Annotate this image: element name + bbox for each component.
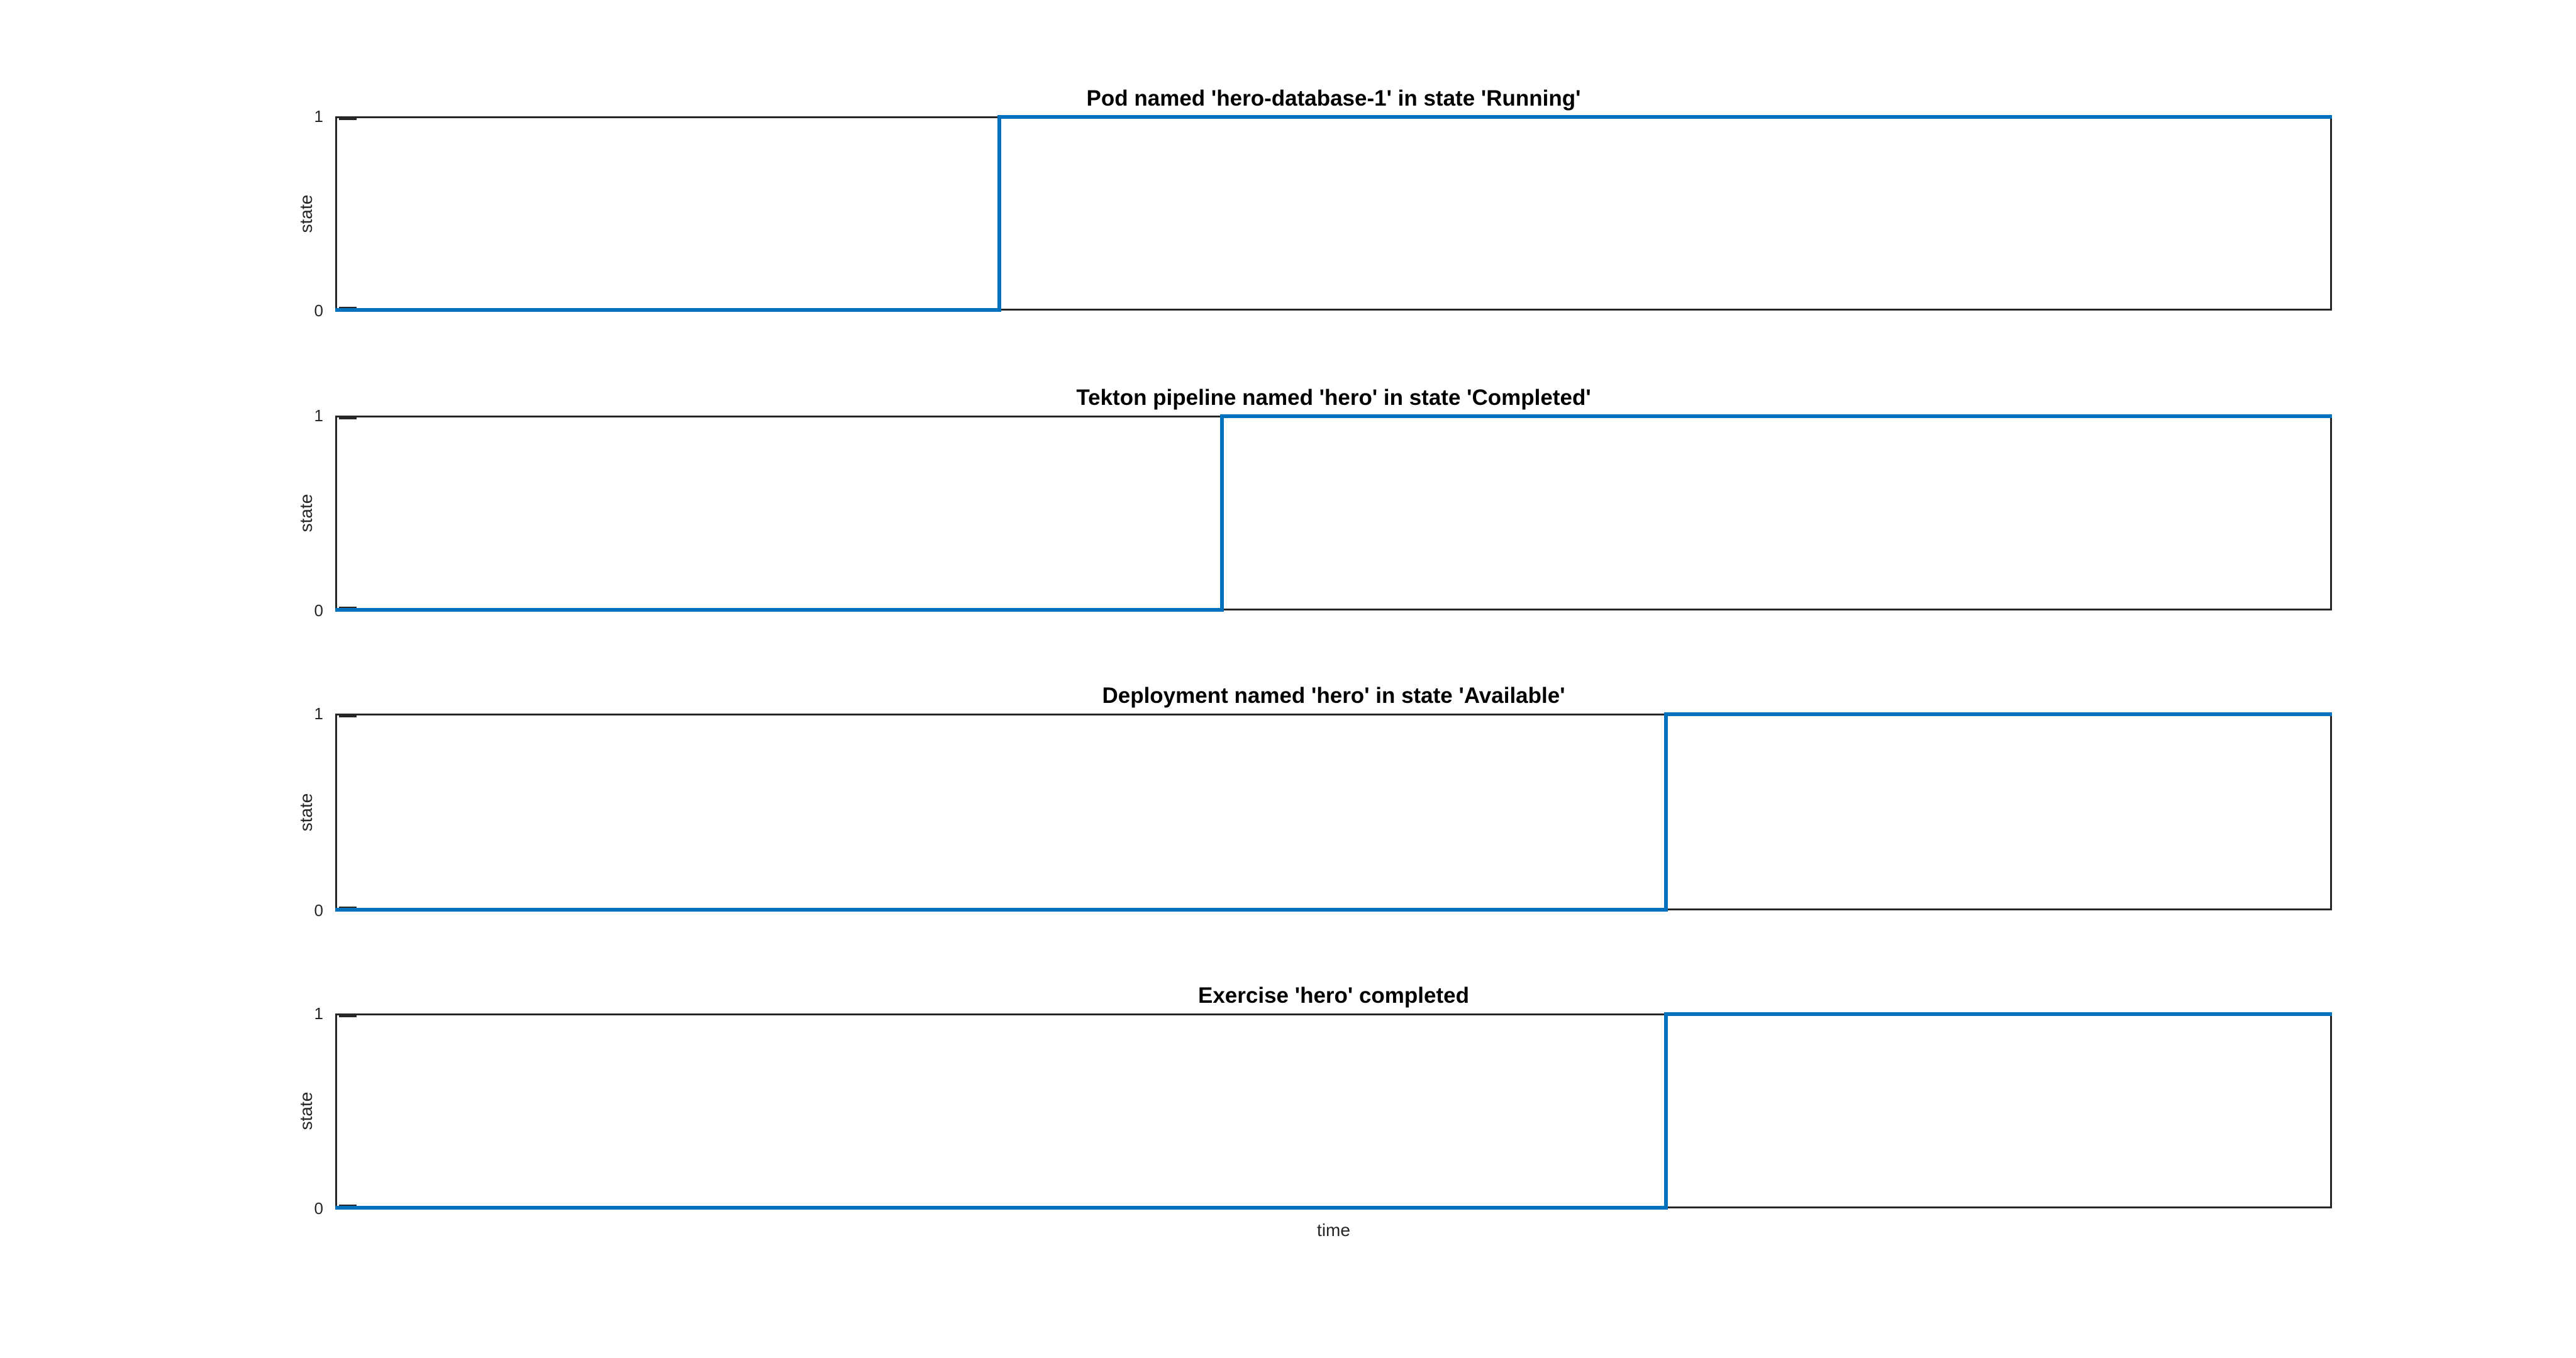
y-tick-mark-0 [339, 907, 357, 908]
chart-title: Tekton pipeline named 'hero' in state 'C… [1076, 385, 1591, 410]
step-line-rise-segment [1220, 414, 1224, 612]
step-line-rise-segment [1663, 1012, 1668, 1210]
y-tick-label-0: 0 [314, 301, 323, 320]
plot-area [335, 1013, 2332, 1208]
chart-title: Exercise 'hero' completed [1198, 983, 1469, 1008]
plot-area [335, 714, 2332, 910]
y-axis-label: state [296, 494, 316, 533]
step-line-low-segment [335, 908, 1666, 912]
chart-exercise-completed: Exercise 'hero' completed 1 0 state [296, 983, 2332, 1217]
chart-title: Pod named 'hero-database-1' in state 'Ru… [1086, 86, 1581, 111]
step-line-low-segment [335, 1206, 1666, 1210]
step-line-high-segment [1222, 414, 2332, 418]
chart-deployment-available: Deployment named 'hero' in state 'Availa… [296, 683, 2332, 919]
step-line-high-segment [1665, 1012, 2332, 1016]
y-tick-mark-1 [339, 118, 357, 120]
y-tick-label-1: 1 [314, 406, 323, 425]
step-line-high-segment [999, 115, 2332, 119]
y-tick-mark-1 [339, 1015, 357, 1017]
chart-tekton-completed: Tekton pipeline named 'hero' in state 'C… [296, 385, 2332, 619]
y-tick-label-1: 1 [314, 1004, 323, 1023]
chart-title: Deployment named 'hero' in state 'Availa… [1102, 683, 1565, 708]
step-line-high-segment [1665, 712, 2332, 716]
y-tick-label-0: 0 [314, 1199, 323, 1218]
y-tick-label-0: 0 [314, 901, 323, 920]
step-line-low-segment [335, 308, 999, 312]
y-tick-label-1: 1 [314, 704, 323, 723]
y-tick-mark-1 [339, 417, 357, 419]
y-tick-label-0: 0 [314, 601, 323, 620]
chart-pod-running: Pod named 'hero-database-1' in state 'Ru… [296, 86, 2332, 319]
y-tick-mark-1 [339, 715, 357, 717]
y-tick-mark-0 [339, 607, 357, 609]
y-tick-mark-0 [339, 1205, 357, 1206]
step-line-rise-segment [997, 115, 1001, 312]
step-line-rise-segment [1663, 712, 1668, 912]
y-tick-mark-0 [339, 307, 357, 309]
y-axis-label: state [296, 194, 316, 233]
plot-area [335, 416, 2332, 610]
y-axis-label: state [296, 793, 316, 831]
step-line-low-segment [335, 608, 1223, 612]
x-axis-label: time [1317, 1220, 1350, 1240]
y-axis-label: state [296, 1091, 316, 1130]
y-tick-label-1: 1 [314, 107, 323, 126]
plot-area [335, 116, 2332, 311]
